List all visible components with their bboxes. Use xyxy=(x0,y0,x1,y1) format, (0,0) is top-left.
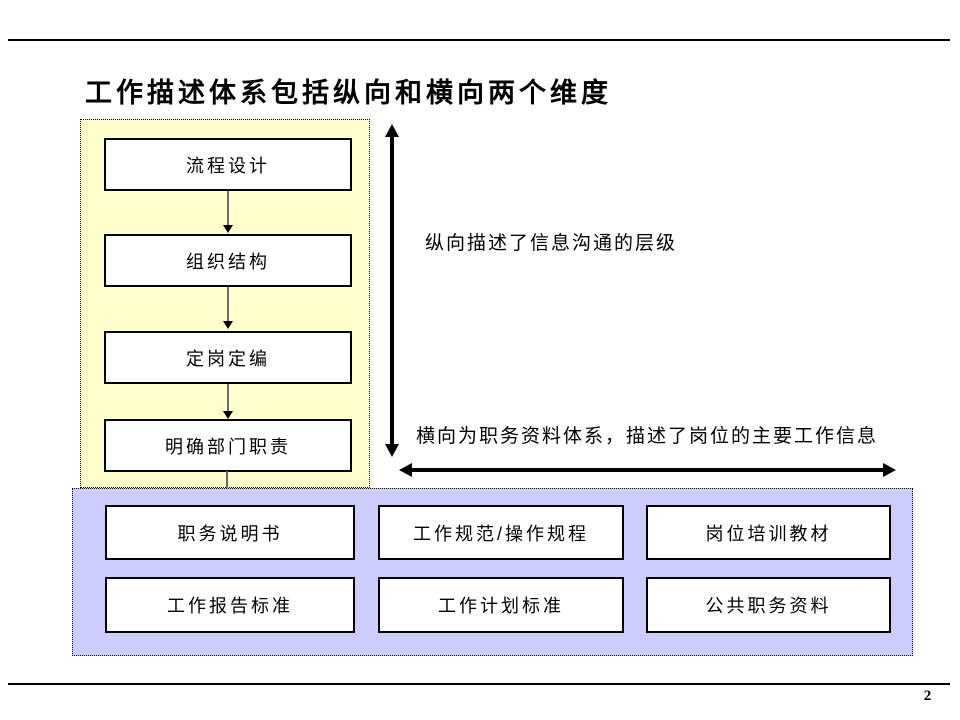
flow-step-box-process-design: 流程设计 xyxy=(104,138,352,191)
slide-title: 工作描述体系包括纵向和横向两个维度 xyxy=(85,78,612,108)
flow-step-box-org-structure: 组织结构 xyxy=(104,234,352,287)
flow-step-label: 流程设计 xyxy=(186,155,270,176)
flow-step-box-department-duties: 明确部门职责 xyxy=(104,419,352,472)
horizontal-dimension-panel: 职务说明书 工作规范/操作规程 岗位培训教材 工作报告标准 工作计划标准 公共职… xyxy=(72,488,913,656)
flow-arrow-down-icon xyxy=(226,471,228,494)
arrow-head-right xyxy=(883,463,896,477)
deliverable-label: 公共职务资料 xyxy=(705,596,832,616)
flow-step-label: 明确部门职责 xyxy=(165,436,291,457)
deliverable-box-work-standards: 工作规范/操作规程 xyxy=(378,505,624,560)
flow-arrow-down-icon xyxy=(227,287,229,321)
arrow-shaft xyxy=(390,136,394,444)
flow-arrow-down-icon xyxy=(227,191,229,225)
arrow-head-up xyxy=(385,124,399,137)
deliverable-box-report-standards: 工作报告标准 xyxy=(105,577,355,633)
flow-arrow-down-icon xyxy=(227,384,229,411)
flow-step-label: 组织结构 xyxy=(186,251,270,272)
deliverable-box-public-job-data: 公共职务资料 xyxy=(646,577,891,633)
bottom-rule xyxy=(8,683,950,685)
top-rule xyxy=(8,39,950,41)
deliverable-label: 工作规范/操作规程 xyxy=(412,523,589,544)
horizontal-axis-annotation: 横向为职务资料体系，描述了岗位的主要工作信息 xyxy=(416,426,879,447)
arrow-shaft xyxy=(411,468,884,472)
deliverable-label: 工作计划标准 xyxy=(438,596,564,616)
vertical-axis-annotation: 纵向描述了信息沟通的层级 xyxy=(425,233,678,254)
page-number: 2 xyxy=(923,688,932,704)
deliverable-box-plan-standards: 工作计划标准 xyxy=(378,577,624,633)
arrow-head-down xyxy=(385,444,399,457)
vertical-dimension-panel: 流程设计 组织结构 定岗定编 明确部门职责 xyxy=(80,119,370,488)
deliverable-box-job-description: 职务说明书 xyxy=(105,505,355,560)
horizontal-double-arrow-icon xyxy=(399,463,896,478)
deliverable-label: 工作报告标准 xyxy=(167,596,293,616)
vertical-double-arrow-icon xyxy=(383,124,401,457)
deliverable-box-training-materials: 岗位培训教材 xyxy=(646,505,891,560)
flow-step-box-position-staffing: 定岗定编 xyxy=(104,331,352,384)
deliverable-label: 岗位培训教材 xyxy=(705,523,832,544)
arrow-head-left xyxy=(399,463,412,477)
deliverable-label: 职务说明书 xyxy=(177,523,283,544)
flow-step-label: 定岗定编 xyxy=(186,348,270,369)
